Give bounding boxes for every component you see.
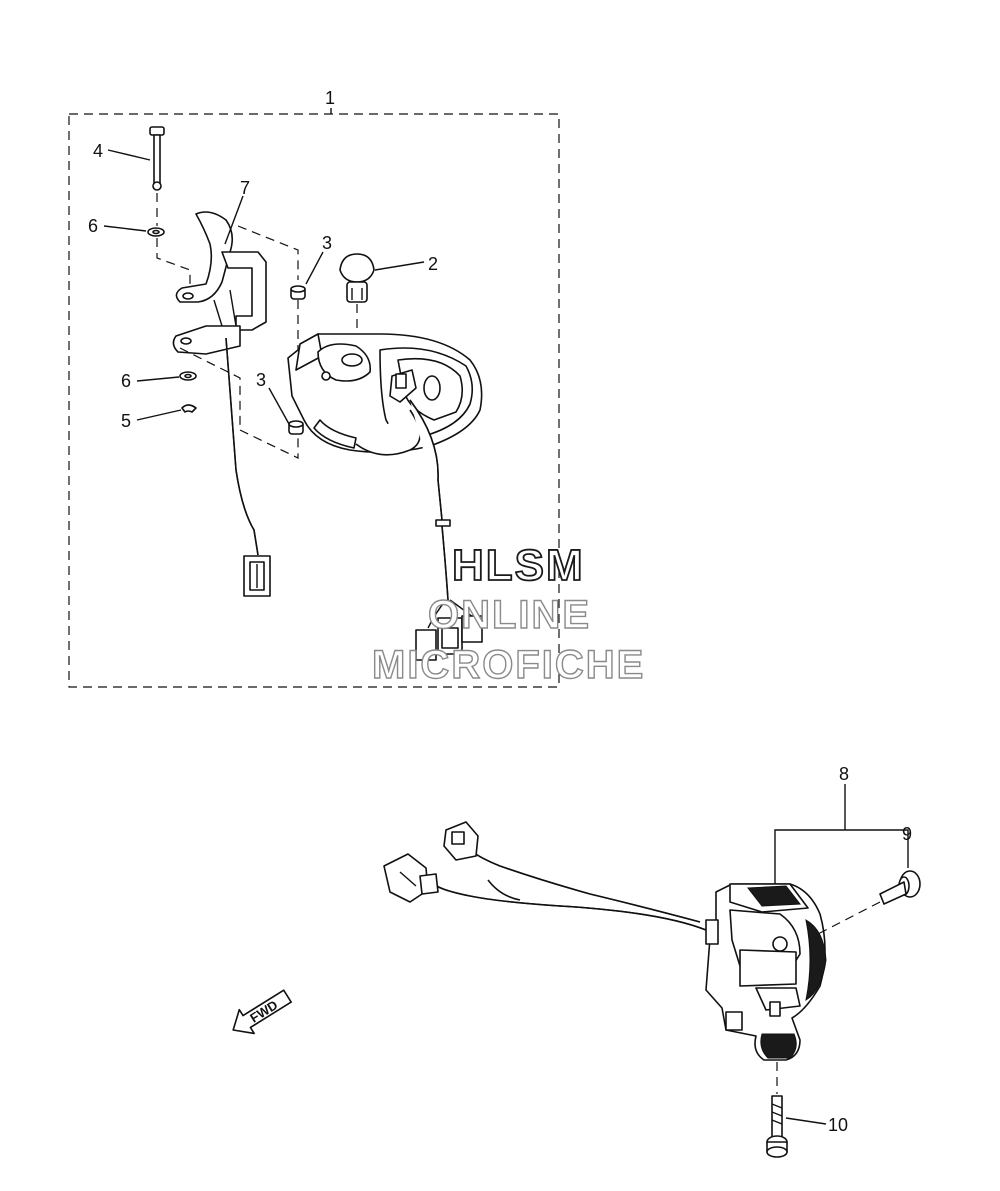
pin-part-4[interactable]: [149, 126, 165, 191]
watermark-line2: ONLINE: [428, 593, 591, 637]
grommet-part-3-lower[interactable]: [288, 420, 304, 435]
callout-6-lower[interactable]: 6: [121, 371, 131, 391]
callout-6-upper[interactable]: 6: [88, 216, 98, 236]
clip-part-5[interactable]: [181, 404, 197, 413]
button-part-2[interactable]: [339, 253, 375, 303]
connector-harness-b: [383, 853, 439, 903]
switch-body-part-8[interactable]: [705, 883, 827, 1061]
watermark-line1: HLSM: [452, 541, 585, 590]
callout-5[interactable]: 5: [121, 411, 131, 431]
callout-7[interactable]: 7: [240, 178, 250, 198]
switch-housing: [287, 333, 483, 454]
screw-part-10[interactable]: [766, 1095, 788, 1158]
connector-lever: [243, 555, 271, 597]
callout-1[interactable]: 1: [325, 88, 335, 108]
screw-part-9[interactable]: [879, 870, 921, 905]
callout-2[interactable]: 2: [428, 254, 438, 274]
grommet-part-3-upper[interactable]: [290, 285, 306, 300]
lever-wire: [225, 337, 259, 556]
connector-housing-group: [415, 599, 483, 661]
lever-part-7[interactable]: [172, 211, 267, 355]
callout-4[interactable]: 4: [93, 141, 103, 161]
fwd-direction-arrow: FWD: [232, 989, 292, 1035]
connector-harness-a: [443, 821, 479, 861]
callout-8[interactable]: 8: [839, 764, 849, 784]
callout-10[interactable]: 10: [828, 1115, 848, 1135]
callout-3-lower[interactable]: 3: [256, 370, 266, 390]
callout-9[interactable]: 9: [902, 824, 912, 844]
assembly-boundary: [68, 113, 560, 688]
watermark: HLSM ONLINE MICROFICHE: [371, 540, 645, 688]
harness-wire-branch: [469, 849, 701, 923]
watermark-line3: MICROFICHE: [372, 643, 645, 687]
callout-3-upper[interactable]: 3: [322, 233, 332, 253]
